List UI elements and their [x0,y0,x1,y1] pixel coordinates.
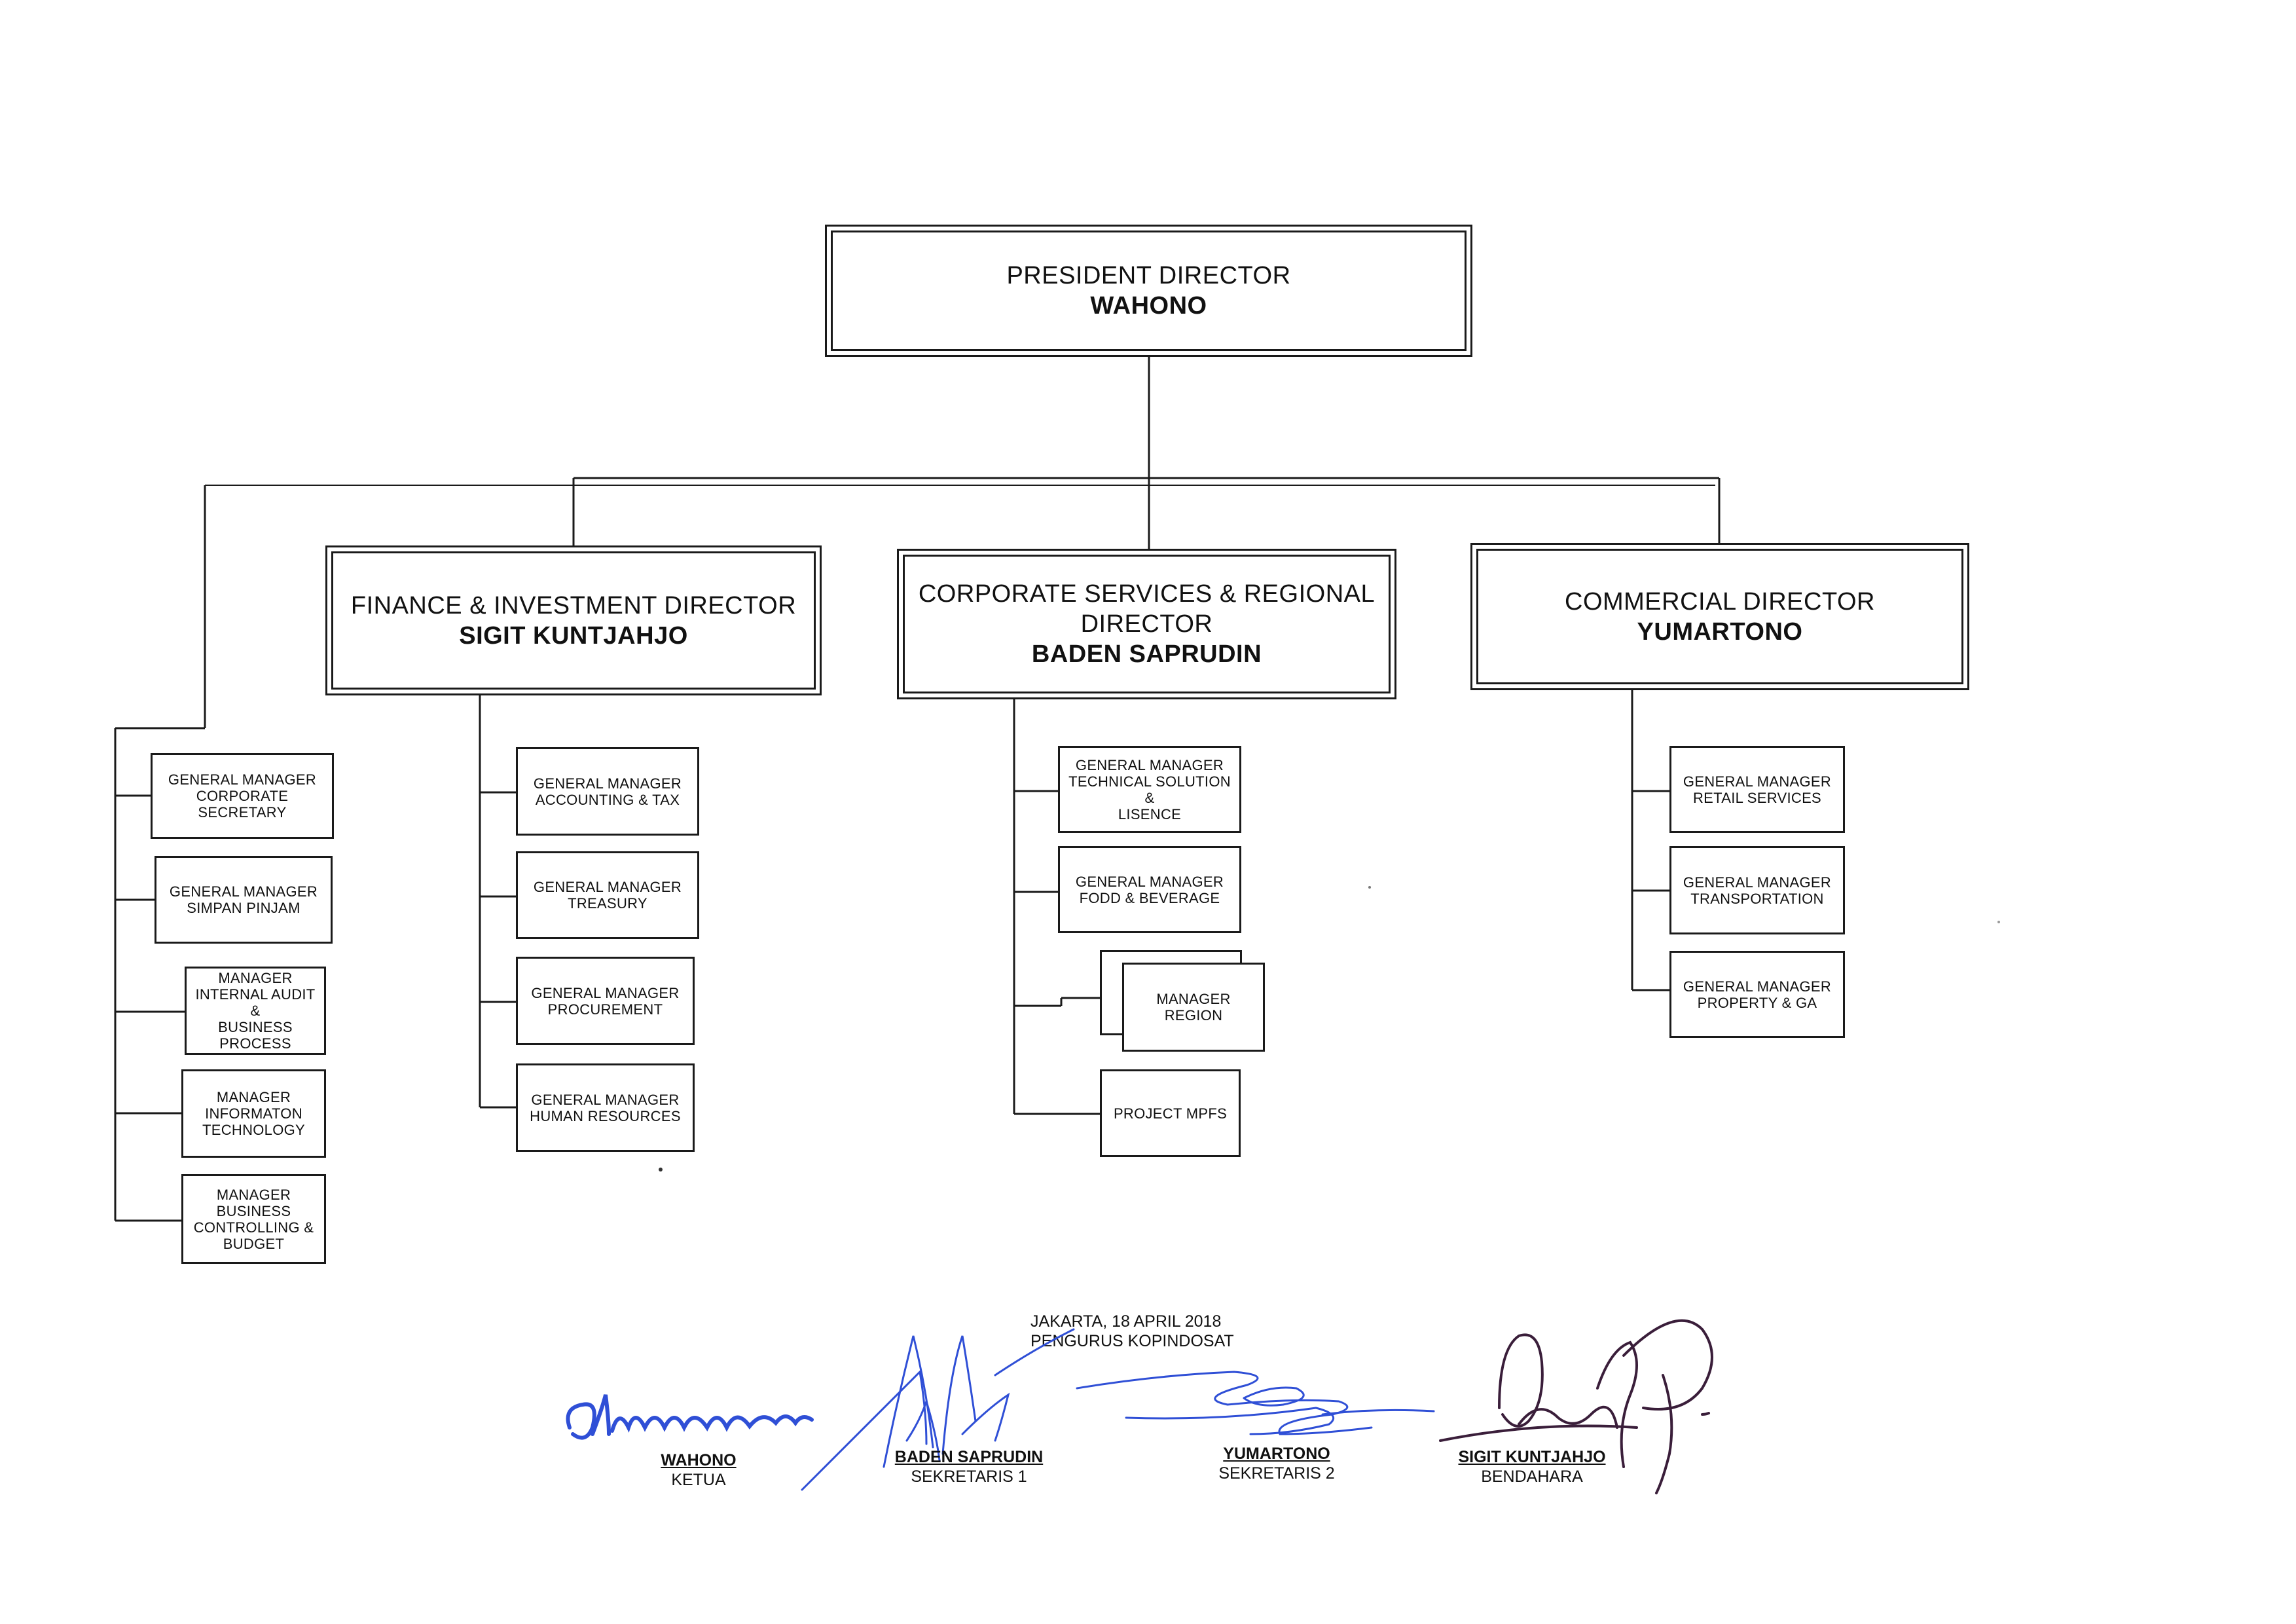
unit-line: BUDGET [223,1235,285,1252]
signatory-wahono: WAHONO KETUA [636,1450,761,1490]
unit-technical-solution: GENERAL MANAGER TECHNICAL SOLUTION & LIS… [1058,746,1241,833]
president-director-box: PRESIDENT DIRECTOR WAHONO [825,225,1472,357]
unit-transportation: GENERAL MANAGER TRANSPORTATION [1669,846,1845,934]
unit-food-beverage: GENERAL MANAGER FODD & BEVERAGE [1058,846,1241,933]
finance-director-box: FINANCE & INVESTMENT DIRECTOR SIGIT KUNT… [325,545,822,695]
unit-project-mpfs: PROJECT MPFS [1100,1069,1241,1157]
unit-line: PROJECT MPFS [1113,1105,1228,1122]
signature-sigit-kuntjahjo [1439,1319,1713,1494]
unit-line: BUSINESS [216,1202,291,1219]
signatory-yumartono: YUMARTONO SEKRETARIS 2 [1178,1444,1375,1483]
unit-line: MANAGER [216,1089,291,1105]
unit-line: GENERAL MANAGER [531,1091,680,1108]
unit-line: TECHNICAL SOLUTION & [1068,773,1231,806]
unit-internal-audit: MANAGER INTERNAL AUDIT & BUSINESS PROCES… [185,967,326,1055]
finance-director-name: SIGIT KUNTJAHJO [459,621,688,650]
corporate-director-name: BADEN SAPRUDIN [1031,640,1262,668]
president-name: WAHONO [1090,292,1207,320]
signature-baden-saprudin [801,1328,1075,1491]
unit-line: TREASURY [568,895,647,912]
unit-line: CONTROLLING & [193,1219,314,1236]
unit-retail-services: GENERAL MANAGER RETAIL SERVICES [1669,746,1845,833]
unit-line: LISENCE [1118,805,1182,822]
corporate-director-title-line2: DIRECTOR [1080,610,1213,638]
unit-line: PROCESS [219,1035,291,1052]
unit-line: GENERAL MANAGER [168,771,317,788]
signature-yumartono [1076,1371,1435,1435]
unit-line: HUMAN RESOURCES [530,1107,681,1124]
unit-line: GENERAL MANAGER [533,775,682,792]
commercial-director-box: COMMERCIAL DIRECTOR YUMARTONO [1470,543,1969,690]
unit-line: GENERAL MANAGER [531,984,680,1001]
unit-corporate-secretary: GENERAL MANAGER CORPORATE SECRETARY [151,753,334,839]
unit-simpan-pinjam: GENERAL MANAGER SIMPAN PINJAM [155,856,333,944]
signatory-role: KETUA [671,1471,726,1489]
unit-treasury: GENERAL MANAGER TREASURY [516,851,699,939]
signatory-role: SEKRETARIS 1 [911,1467,1027,1486]
unit-manager-region: MANAGER REGION [1122,963,1265,1052]
signature-wahono [566,1394,814,1440]
unit-line: MANAGER [1156,991,1231,1007]
unit-line: INFORMATON [205,1105,302,1122]
signatory-role: BENDAHARA [1481,1467,1583,1486]
unit-line: PROCUREMENT [547,1001,663,1018]
unit-line: TECHNOLOGY [202,1122,306,1138]
place-date: JAKARTA, 18 APRIL 2018 [1030,1312,1222,1331]
signatory-name: BADEN SAPRUDIN [894,1448,1044,1466]
unit-line: TRANSPORTATION [1690,890,1824,907]
unit-line: SIMPAN PINJAM [187,900,301,916]
unit-line: GENERAL MANAGER [1683,978,1832,995]
unit-line: BUSINESS [218,1019,293,1035]
unit-property-ga: GENERAL MANAGER PROPERTY & GA [1669,951,1845,1038]
unit-business-controlling: MANAGER BUSINESS CONTROLLING & BUDGET [181,1174,326,1264]
unit-line: RETAIL SERVICES [1692,789,1822,806]
unit-line: REGION [1164,1007,1223,1024]
signatory-name: WAHONO [661,1451,737,1469]
unit-line: FODD & BEVERAGE [1079,889,1220,906]
unit-line: INTERNAL AUDIT & [195,986,316,1019]
unit-line: MANAGER [218,970,293,986]
signatory-role: SEKRETARIS 2 [1218,1464,1335,1483]
corporate-director-title-line1: CORPORATE SERVICES & REGIONAL [918,580,1376,608]
president-title: PRESIDENT DIRECTOR [1006,262,1291,289]
unit-line: CORPORATE SECRETARY [196,788,289,821]
unit-procurement: GENERAL MANAGER PROCUREMENT [516,957,695,1045]
unit-line: MANAGER [216,1186,291,1203]
signatory-name: YUMARTONO [1223,1445,1330,1463]
unit-line: GENERAL MANAGER [1075,873,1224,890]
unit-line: GENERAL MANAGER [533,879,682,895]
finance-director-title: FINANCE & INVESTMENT DIRECTOR [350,591,797,619]
signatory-sigit-kuntjahjo: SIGIT KUNTJAHJO BENDAHARA [1424,1447,1640,1486]
corporate-director-box: CORPORATE SERVICES & REGIONAL DIRECTOR B… [897,549,1396,699]
unit-line: GENERAL MANAGER [1683,874,1832,891]
signatory-name: SIGIT KUNTJAHJO [1458,1448,1606,1466]
commercial-director-title: COMMERCIAL DIRECTOR [1565,587,1875,616]
unit-line: PROPERTY & GA [1697,994,1817,1011]
unit-line: GENERAL MANAGER [169,883,318,900]
unit-line: GENERAL MANAGER [1683,773,1832,790]
unit-human-resources: GENERAL MANAGER HUMAN RESOURCES [516,1063,695,1152]
unit-line: ACCOUNTING & TAX [535,791,680,808]
signatory-baden-saprudin: BADEN SAPRUDIN SEKRETARIS 1 [871,1447,1067,1486]
unit-accounting-tax: GENERAL MANAGER ACCOUNTING & TAX [516,747,699,836]
commercial-director-name: YUMARTONO [1637,618,1803,646]
unit-information-technology: MANAGER INFORMATON TECHNOLOGY [181,1069,326,1158]
unit-line: GENERAL MANAGER [1075,756,1224,773]
